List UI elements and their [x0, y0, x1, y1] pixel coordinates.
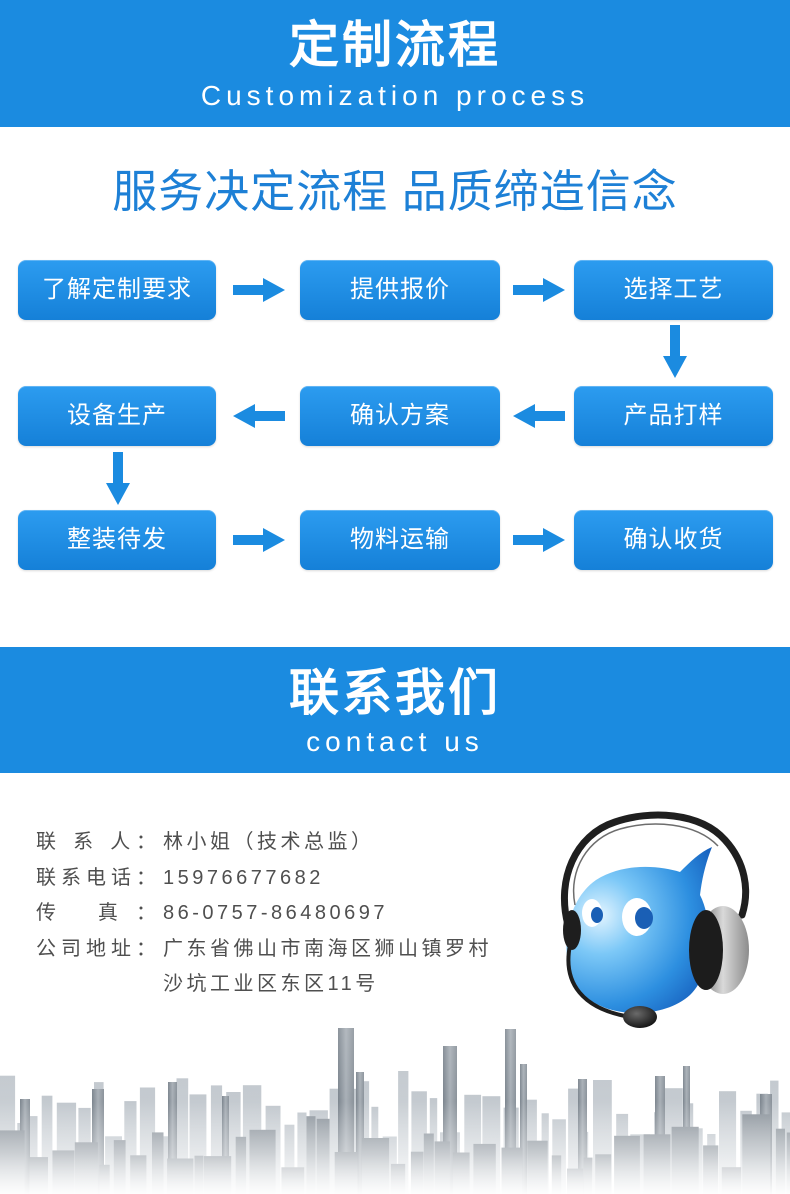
arrow-right-icon	[233, 278, 285, 302]
step-confirm-receipt: 确认收货	[574, 510, 773, 570]
arrow-left-icon	[233, 404, 285, 428]
contact-phone-row: 联系电话： 15976677682	[36, 861, 536, 897]
process-header-banner: 定制流程 Customization process	[0, 0, 790, 127]
contact-phone-value: 15976677682	[163, 866, 324, 889]
contact-header-banner: 联系我们 contact us	[0, 647, 790, 773]
contact-person-row: 联 系 人： 林小姐（技术总监）	[36, 825, 536, 861]
contact-title: 联系我们	[289, 665, 501, 721]
contact-address-label: 公司地址：	[36, 937, 156, 960]
contact-fax-row: 传 真： 86-0757-86480697	[36, 896, 536, 932]
step-confirm-plan: 确认方案	[300, 386, 500, 446]
process-slogan: 服务决定流程 品质缔造信念	[112, 166, 678, 217]
contact-phone-label: 联系电话：	[36, 866, 156, 889]
skyline-mist	[0, 1010, 790, 1194]
step-quotation: 提供报价	[300, 260, 500, 320]
arrow-down-icon	[663, 325, 687, 378]
contact-address-line-2: 沙坑工业区东区11号	[163, 973, 379, 995]
city-skyline-image	[0, 1010, 790, 1194]
step-ready-to-ship: 整装待发	[18, 510, 216, 570]
contact-address-row: 公司地址： 广东省佛山市南海区狮山镇罗村	[36, 932, 536, 968]
mascot-eyes	[582, 898, 653, 936]
contact-person-label: 联 系 人：	[36, 831, 156, 853]
process-subtitle: Customization process	[200, 80, 590, 111]
step-choose-craft: 选择工艺	[574, 260, 773, 320]
headset-icon	[561, 811, 750, 1028]
contact-subtitle: contact us	[306, 726, 484, 757]
step-sample-making: 产品打样	[574, 386, 773, 446]
arrow-right-icon	[233, 528, 285, 552]
arrow-left-icon	[513, 404, 565, 428]
contact-fax-label: 传 真：	[36, 902, 156, 924]
process-title: 定制流程	[289, 17, 501, 73]
arrow-right-icon	[513, 278, 565, 302]
step-logistics: 物料运输	[300, 510, 500, 570]
contact-info: 联 系 人： 林小姐（技术总监） 联系电话： 15976677682 传 真： 86-…	[36, 825, 536, 1003]
contact-person-value: 林小姐（技术总监）	[163, 831, 375, 853]
contact-address-row-2: 沙坑工业区东区11号	[36, 967, 536, 1003]
contact-address-line-1: 广东省佛山市南海区狮山镇罗村	[163, 937, 492, 960]
headset-mascot-icon	[561, 811, 750, 1028]
contact-fax-value: 86-0757-86480697	[163, 902, 389, 924]
arrow-down-icon	[106, 452, 130, 505]
step-understand-requirements: 了解定制要求	[18, 260, 216, 320]
step-equipment-production: 设备生产	[18, 386, 216, 446]
arrow-right-icon	[513, 528, 565, 552]
